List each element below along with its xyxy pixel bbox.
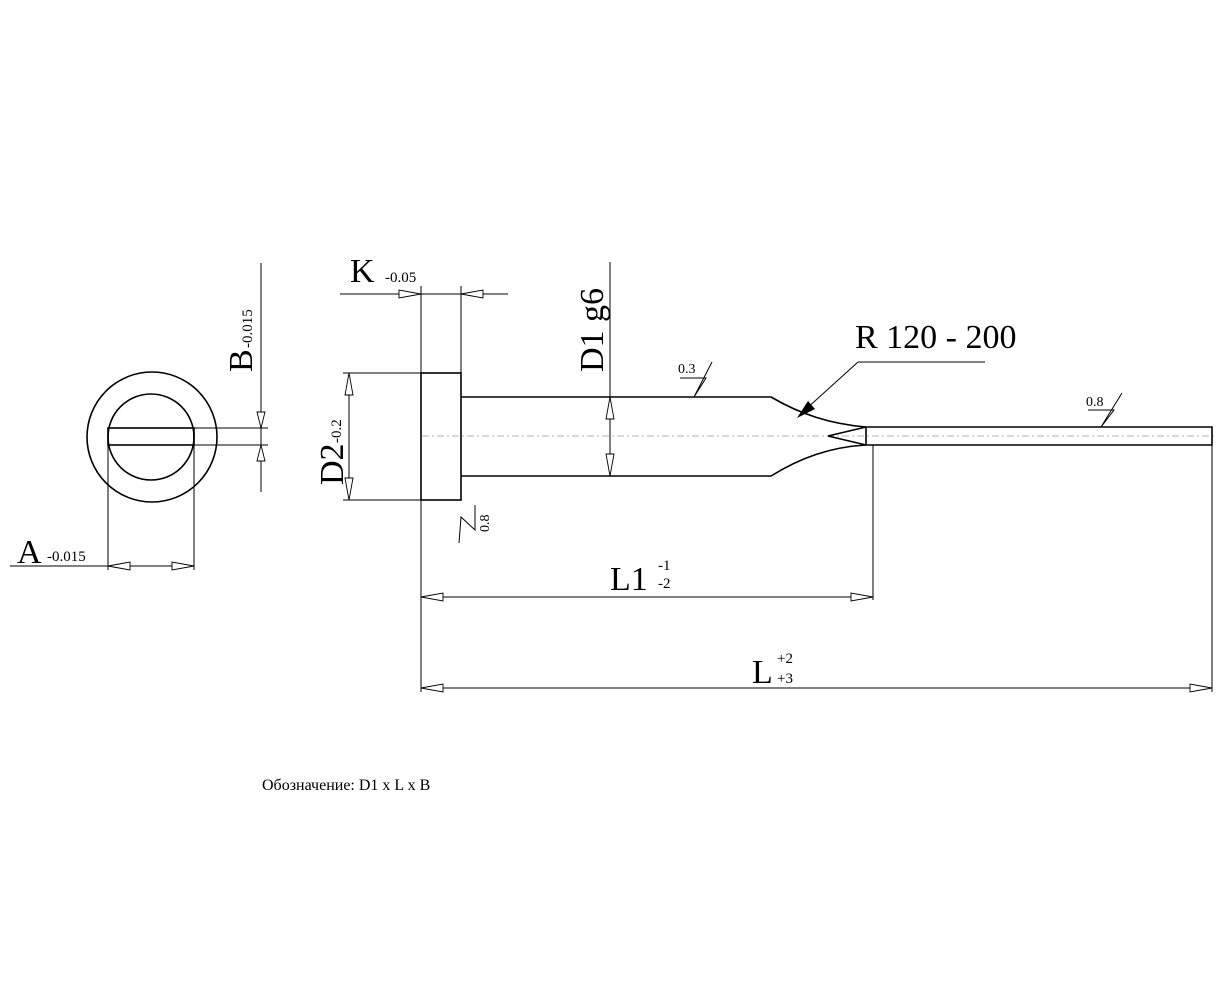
radius-leader xyxy=(804,361,859,411)
roughness-symbol-head: 0.8 xyxy=(458,505,493,544)
label-l1-tol-upper: -1 xyxy=(658,558,671,574)
label-radius: R 120 - 200 xyxy=(855,319,1017,356)
end-view: A -0.015 B -0.015 xyxy=(10,263,268,571)
label-b: B xyxy=(223,349,260,372)
roughness-symbol-tip: 0.8 xyxy=(1086,392,1123,428)
label-d2: D2 xyxy=(314,443,351,485)
label-b-tol: -0.015 xyxy=(240,309,256,348)
label-a: A xyxy=(17,534,42,571)
label-a-tol: -0.015 xyxy=(47,549,86,565)
label-d1: D1 g6 xyxy=(574,288,611,372)
head-outer-circle xyxy=(86,371,218,503)
label-l1: L1 xyxy=(610,561,648,598)
label-l-tol-upper: +2 xyxy=(777,651,793,667)
label-l: L xyxy=(752,654,773,691)
label-d2-tol: -0.2 xyxy=(329,419,345,443)
pin-head xyxy=(420,372,462,501)
label-l-tol-lower: +3 xyxy=(777,671,793,687)
svg-text:0.8: 0.8 xyxy=(1086,395,1104,410)
label-k-tol: -0.05 xyxy=(385,270,416,286)
pin-tip xyxy=(865,426,1213,446)
shank-inner-circle xyxy=(107,393,195,481)
pin-shank xyxy=(461,396,867,477)
side-view: K -0.05 D2 -0.2 D1 g6 R 120 - 200 0.3 xyxy=(314,253,1216,693)
label-k: K xyxy=(350,253,375,290)
svg-text:0.3: 0.3 xyxy=(678,362,696,377)
label-l1-tol-lower: -2 xyxy=(658,576,671,592)
transition-notch xyxy=(827,426,867,446)
roughness-symbol-shank: 0.3 xyxy=(678,361,713,398)
designation-note: Обозначение: D1 x L x B xyxy=(262,777,430,794)
svg-text:0.8: 0.8 xyxy=(478,515,493,533)
slot-profile xyxy=(107,427,195,446)
